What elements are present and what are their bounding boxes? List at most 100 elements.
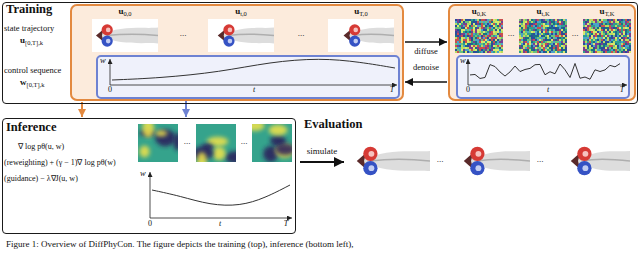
- illustration-part: [457, 29, 459, 31]
- illustration-part: [587, 49, 589, 51]
- illustration-part: [627, 41, 629, 43]
- illustration-part: [501, 27, 503, 29]
- illustration-part: [561, 45, 563, 47]
- illustration-part: [495, 47, 497, 49]
- illustration-part: [485, 51, 487, 53]
- illustration-part: [539, 47, 541, 49]
- illustration-part: [537, 45, 539, 47]
- illustration-part: [455, 29, 457, 31]
- illustration-part: [471, 35, 473, 37]
- illustration-part: [589, 33, 591, 35]
- illustration-part: [623, 41, 625, 43]
- illustration-part: [619, 45, 621, 47]
- illustration-part: [611, 35, 613, 37]
- illustration-part: [218, 24, 274, 46]
- illustration-part: [605, 39, 607, 41]
- illustration-part: [623, 23, 625, 25]
- illustration-part: [621, 29, 623, 31]
- illustration-part: [589, 25, 591, 27]
- illustration-part: [483, 43, 485, 45]
- illustration-part: [483, 21, 485, 23]
- illustration-part: [468, 59, 469, 85]
- illustration-part: [609, 33, 611, 35]
- illustration-part: [599, 33, 601, 35]
- illustration-part: [623, 39, 625, 41]
- symbol-subscript: t,0: [240, 10, 247, 17]
- illustration-part: [473, 41, 475, 43]
- illustration-part: [155, 130, 167, 136]
- illustration-part: [607, 51, 609, 53]
- axis-label: w: [140, 169, 146, 178]
- illustration-part: [545, 19, 547, 21]
- illustration-part: [523, 43, 525, 45]
- illustration-part: [529, 25, 531, 27]
- illustration-part: [611, 31, 613, 33]
- illustration-part: [553, 39, 555, 41]
- illustration-part: [587, 41, 589, 43]
- illustration-part: [617, 45, 619, 47]
- illustration-part: [473, 29, 475, 31]
- illustration-part: [459, 29, 461, 31]
- illustration-part: [605, 51, 607, 53]
- illustration-part: [549, 49, 551, 51]
- illustration-part: [471, 37, 473, 39]
- illustration-part: [607, 41, 609, 43]
- illustration-part: [623, 51, 625, 53]
- axis-label: T: [390, 86, 394, 95]
- illustration-part: [477, 31, 479, 33]
- illustration-part: [627, 23, 629, 25]
- illustration-part: [583, 29, 585, 31]
- illustration-part: [495, 35, 497, 37]
- illustration-part: [619, 29, 621, 31]
- illustration-part: [587, 25, 589, 27]
- illustration-part: [541, 43, 543, 45]
- symbol-subscript: T,K: [605, 10, 615, 17]
- illustration-part: [577, 147, 591, 161]
- illustration-part: [222, 28, 274, 44]
- illustration-part: [550, 140, 630, 182]
- illustration-part: [625, 29, 627, 31]
- illustration-part: [471, 29, 473, 31]
- illustration-part: [547, 33, 549, 35]
- illustration-part: [455, 41, 457, 43]
- illustration-part: [615, 35, 617, 37]
- illustration-part: [555, 29, 557, 31]
- illustration-part: [611, 33, 613, 35]
- illustration-part: [625, 33, 627, 35]
- illustration-part: [601, 37, 603, 39]
- illustration-part: [535, 43, 537, 45]
- illustration-part: [585, 49, 587, 51]
- illustration-part: [529, 27, 531, 29]
- illustration-part: [603, 45, 605, 47]
- illustration-part: [611, 41, 613, 43]
- illustration-part: [527, 19, 529, 21]
- illustration-part: [523, 27, 525, 29]
- illustration-part: [529, 21, 531, 23]
- illustration-part: [455, 27, 457, 29]
- illustration-part: [587, 43, 589, 45]
- illustration-part: [605, 47, 607, 49]
- illustration-part: [455, 49, 457, 51]
- illustration-part: [495, 25, 497, 27]
- illustration-part: [623, 31, 625, 33]
- illustration-part: [487, 19, 489, 21]
- illustration-part: [561, 25, 563, 27]
- box-fill: [2, 118, 296, 234]
- illustration-part: [627, 43, 629, 45]
- illustration-part: [465, 49, 467, 51]
- illustration-part: [599, 49, 601, 51]
- illustration-part: [457, 37, 459, 39]
- illustration-part: [485, 31, 487, 33]
- illustration-part: [615, 21, 617, 23]
- illustration-part: [613, 31, 615, 33]
- illustration-part: [527, 33, 529, 35]
- illustration-part: [541, 37, 543, 39]
- illustration-part: [487, 29, 489, 31]
- illustration-part: [535, 41, 537, 43]
- illustration-part: [541, 29, 543, 31]
- illustration-part: [555, 51, 557, 53]
- illustration-part: [559, 47, 561, 49]
- illustration-part: [535, 23, 537, 25]
- illustration-part: [531, 19, 533, 21]
